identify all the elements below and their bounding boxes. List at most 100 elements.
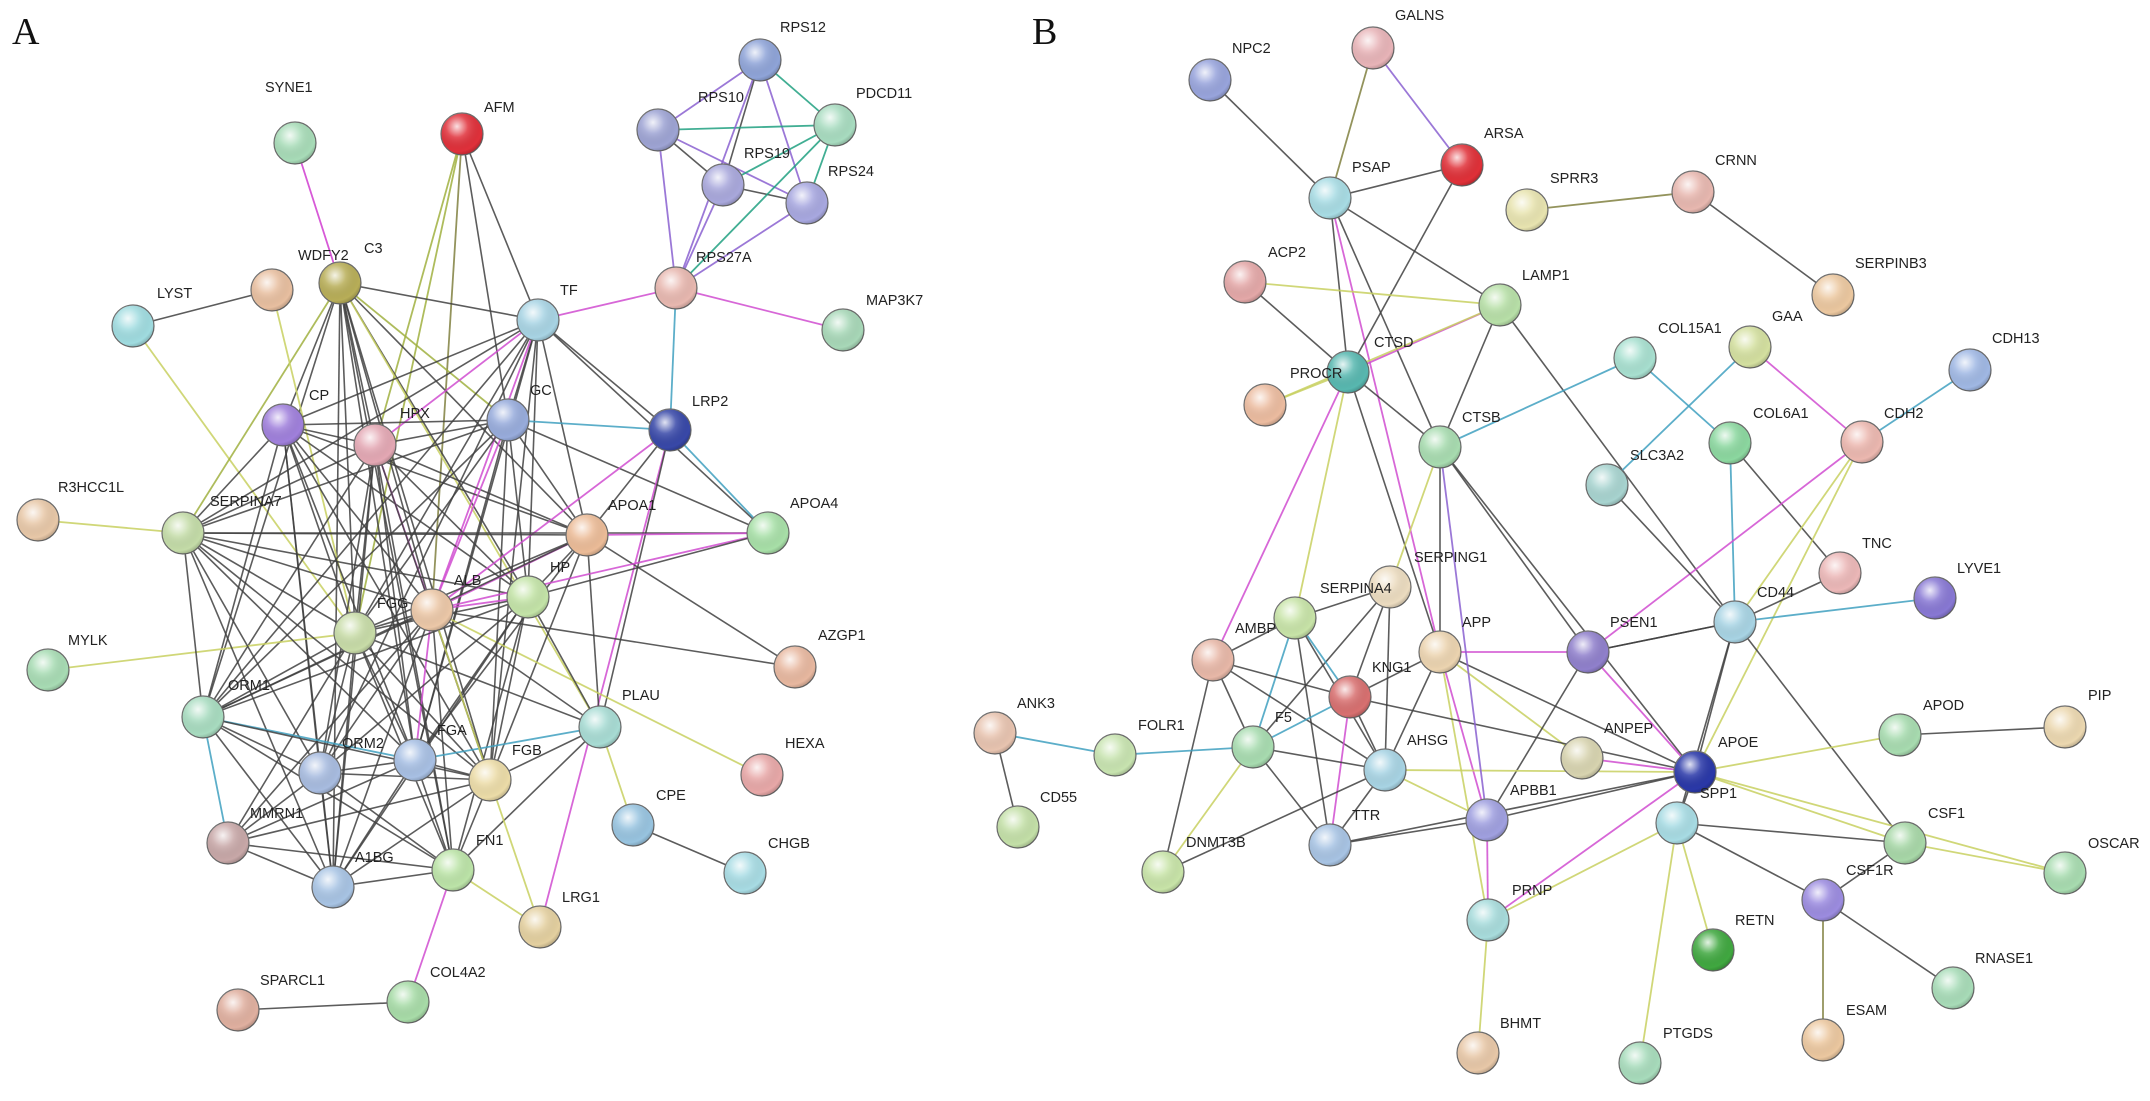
node-tf[interactable]: TF [516,283,578,342]
node-gc[interactable]: GC [486,383,552,442]
node-dnmt3b[interactable]: DNMT3B [1141,835,1246,894]
node-ctsb[interactable]: CTSB [1418,410,1501,469]
node-cdh13[interactable]: CDH13 [1948,331,2040,392]
node-rnase1[interactable]: RNASE1 [1931,951,2033,1010]
node-cpe[interactable]: CPE [611,788,686,847]
node-psap[interactable]: PSAP [1308,160,1391,220]
node-azgp1[interactable]: AZGP1 [773,628,866,689]
node-r3hcc1l[interactable]: R3HCC1L [16,480,124,542]
node-sparcl1[interactable]: SPARCL1 [216,973,325,1032]
node-slc3a2[interactable]: SLC3A2 [1585,448,1684,507]
node-bhmt[interactable]: BHMT [1456,1016,1541,1075]
node-csf1r[interactable]: CSF1R [1801,863,1894,922]
node-f5[interactable]: F5 [1231,710,1292,769]
node-highlight [112,305,154,347]
node-kng1[interactable]: KNG1 [1328,660,1412,719]
node-arsa[interactable]: ARSA [1440,126,1524,187]
node-sprr3[interactable]: SPRR3 [1505,171,1598,232]
node-fgb[interactable]: FGB [468,743,542,802]
node-rps10[interactable]: RPS10 [636,90,744,152]
node-ahsg[interactable]: AHSG [1363,733,1448,792]
node-serpinb3[interactable]: SERPINB3 [1811,256,1927,317]
node-crnn[interactable]: CRNN [1671,153,1757,214]
node-mylk[interactable]: MYLK [26,633,108,692]
node-serpina4[interactable]: SERPINA4 [1273,581,1392,640]
node-spp1[interactable]: SPP1 [1655,786,1737,845]
node-galns[interactable]: GALNS [1351,8,1444,70]
node-mmrn1[interactable]: MMRN1 [206,806,303,865]
node-ambp[interactable]: AMBP [1191,621,1276,682]
node-col15a1[interactable]: COL15A1 [1613,321,1722,380]
node-apbb1[interactable]: APBB1 [1465,783,1557,842]
node-procr[interactable]: PROCR [1243,366,1342,427]
node-hexa[interactable]: HEXA [740,736,825,797]
node-label: APOA4 [790,496,838,512]
node-chgb[interactable]: CHGB [723,836,810,895]
node-esam[interactable]: ESAM [1801,1003,1887,1062]
node-afm[interactable]: AFM [440,100,515,156]
node-lyve1[interactable]: LYVE1 [1913,561,2001,620]
node-retn[interactable]: RETN [1691,913,1774,972]
node-gaa[interactable]: GAA [1728,309,1803,369]
node-highlight [1352,27,1394,69]
node-col4a2[interactable]: COL4A2 [386,965,486,1024]
node-label: PSEN1 [1610,615,1658,631]
node-apoa4[interactable]: APOA4 [746,496,838,555]
node-cd55[interactable]: CD55 [996,790,1077,849]
edge-c3-cp [282,282,341,426]
node-wdfy2[interactable]: WDFY2 [250,248,349,312]
node-rps27a[interactable]: RPS27A [654,250,752,310]
node-cp[interactable]: CP [261,388,329,447]
node-lrg1[interactable]: LRG1 [518,890,600,949]
node-rps12[interactable]: RPS12 [738,20,826,82]
node-plau[interactable]: PLAU [578,688,660,749]
node-c3[interactable]: C3 [318,241,383,305]
node-acp2[interactable]: ACP2 [1223,245,1306,304]
node-ttr[interactable]: TTR [1308,808,1380,867]
node-highlight [432,849,474,891]
node-csf1[interactable]: CSF1 [1883,806,1965,865]
node-ptgds[interactable]: PTGDS [1618,1026,1713,1085]
edge-psap-arsa [1329,164,1463,199]
node-lrp2[interactable]: LRP2 [648,394,728,452]
node-pdcd11[interactable]: PDCD11 [813,86,912,147]
node-highlight [2044,852,2086,894]
node-app[interactable]: APP [1418,615,1491,674]
node-ank3[interactable]: ANK3 [973,696,1055,755]
node-col6a1[interactable]: COL6A1 [1708,406,1809,465]
node-folr1[interactable]: FOLR1 [1093,718,1185,777]
node-fga[interactable]: FGA [393,723,467,782]
node-apoe[interactable]: APOE [1673,735,1759,794]
node-rps24[interactable]: RPS24 [785,164,874,225]
node-serping1[interactable]: SERPING1 [1368,550,1487,609]
node-pip[interactable]: PIP [2043,688,2111,749]
node-cd44[interactable]: CD44 [1713,585,1794,644]
node-orm1[interactable]: ORM1 [181,678,270,739]
node-lyst[interactable]: LYST [111,286,192,348]
node-map3k7[interactable]: MAP3K7 [821,293,923,352]
node-ctsd[interactable]: CTSD [1326,335,1413,394]
node-alb[interactable]: ALB [410,573,481,632]
node-anpep[interactable]: ANPEP [1560,721,1653,780]
node-psen1[interactable]: PSEN1 [1566,615,1658,674]
node-label: FOLR1 [1138,718,1185,734]
node-cdh2[interactable]: CDH2 [1840,406,1923,464]
node-oscar[interactable]: OSCAR [2043,836,2140,895]
node-a1bg[interactable]: A1BG [311,850,394,909]
edge-fga-a1bg [332,759,416,888]
node-hpx[interactable]: HPX [353,406,430,467]
node-apod[interactable]: APOD [1878,698,1964,757]
node-serpina7[interactable]: SERPINA7 [161,494,282,555]
node-fgg[interactable]: FGG [333,596,408,655]
node-npc2[interactable]: NPC2 [1188,41,1271,102]
node-apoa1[interactable]: APOA1 [565,498,656,557]
node-tnc[interactable]: TNC [1818,536,1892,595]
node-syne1[interactable]: SYNE1 [265,80,317,165]
edge-psen1-apoe [1587,651,1696,773]
node-prnp[interactable]: PRNP [1466,883,1552,942]
node-fn1[interactable]: FN1 [431,833,503,892]
node-hp[interactable]: HP [506,560,570,619]
node-orm2[interactable]: ORM2 [298,736,384,795]
node-lamp1[interactable]: LAMP1 [1478,268,1570,327]
node-rps19[interactable]: RPS19 [701,146,790,207]
